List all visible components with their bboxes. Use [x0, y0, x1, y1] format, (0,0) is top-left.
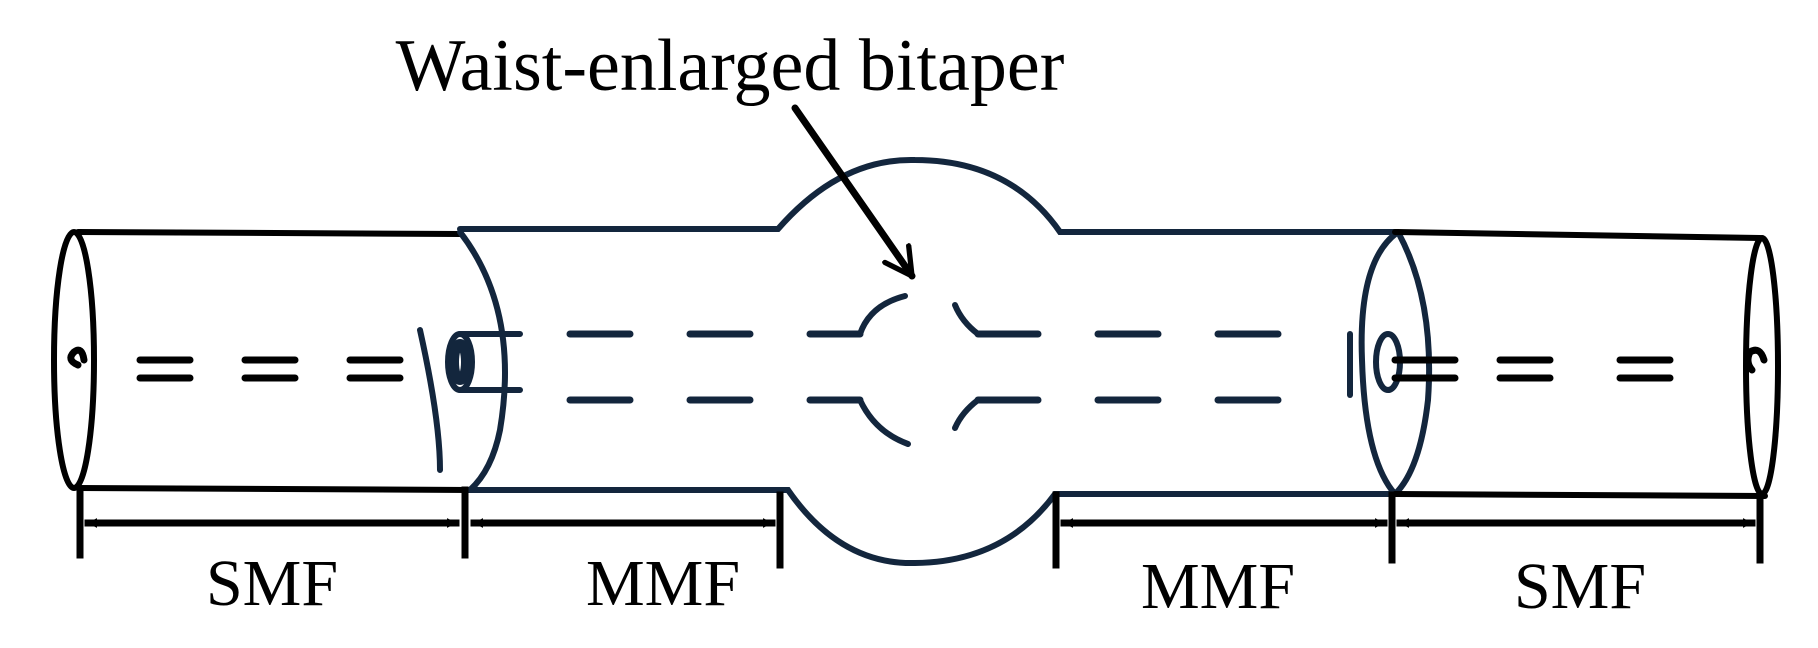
right-mmf-core: [974, 330, 1294, 404]
mmf-top-outline: [457, 156, 1398, 235]
right-smf-core-dot: [1744, 346, 1768, 374]
right-smf: [1391, 229, 1781, 499]
left-smf-bottom-edge: [75, 485, 473, 493]
left-mmf-core-face-inner: [449, 339, 471, 385]
segment-label-mmf-left: MMF: [586, 547, 740, 620]
left-mmf-core: [566, 330, 864, 404]
bitaper-core-upper-left: [857, 293, 908, 337]
segment-label-mmf-right: MMF: [1141, 550, 1295, 623]
left-smf: [51, 229, 473, 493]
right-smf-core-stub: [1391, 356, 1459, 382]
left-mmf-inner-arc: [417, 327, 443, 473]
left-mmf-core-stub: [457, 331, 523, 393]
left-smf-top-edge: [75, 229, 463, 237]
segment-label-smf-right: SMF: [1514, 550, 1646, 623]
right-smf-top-edge: [1392, 229, 1763, 241]
bitaper-core-upper-right: [952, 302, 981, 337]
bitaper-core-lower-left: [857, 397, 911, 447]
segment-label-smf-left: SMF: [206, 547, 338, 620]
left-smf-end-face: [51, 229, 97, 491]
left-smf-core: [136, 356, 424, 382]
left-mmf-end-face: [457, 229, 508, 493]
bitaper-label: Waist-enlarged bitaper: [396, 25, 1065, 107]
mmf-body: [417, 156, 1433, 567]
bitaper-pointer-arrow: [791, 104, 916, 280]
dimension-markers: [76, 486, 1764, 569]
right-mmf-end-face-back: [1392, 229, 1433, 497]
right-smf-core: [1496, 356, 1744, 382]
bitaper-core-lower-right: [952, 397, 981, 431]
mmf-bottom-outline: [467, 487, 1398, 567]
left-smf-core-dot: [67, 346, 88, 369]
right-mmf-end-face: [1358, 229, 1401, 497]
right-smf-bottom-edge: [1392, 491, 1768, 499]
